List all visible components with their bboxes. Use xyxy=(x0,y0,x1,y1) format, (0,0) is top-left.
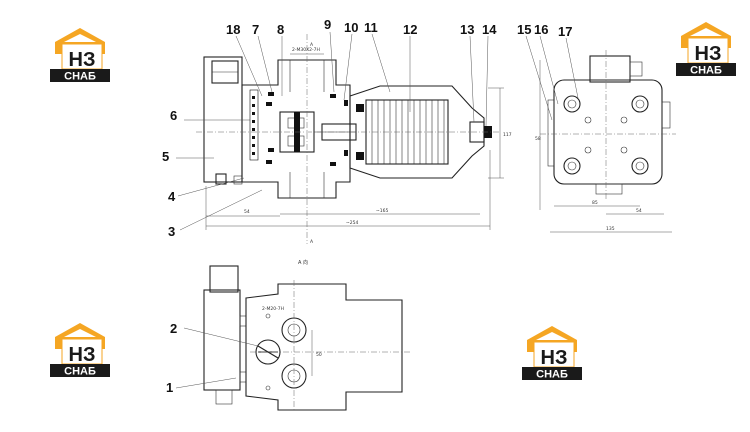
callout-4: 4 xyxy=(168,189,176,204)
side-view: 58 85 54 135 xyxy=(535,50,676,233)
callout-14: 14 xyxy=(482,22,497,37)
callout-11: 11 xyxy=(364,20,378,35)
callout-13: 13 xyxy=(460,22,474,37)
logo-top-left: НЗ СНАБ xyxy=(50,28,110,83)
view-label: A 向 xyxy=(298,259,308,266)
callout-2: 2 xyxy=(170,321,177,336)
callout-18: 18 xyxy=(226,22,240,37)
side-w2-label: 54 xyxy=(636,208,642,214)
thread-dim-label: 2-M30X2-7H xyxy=(292,47,320,53)
svg-text:СНАБ: СНАБ xyxy=(64,71,96,83)
callout-15: 15 xyxy=(517,22,531,37)
svg-text:НЗ: НЗ xyxy=(695,43,722,65)
leader-lines xyxy=(175,31,579,389)
svg-text:СНАБ: СНАБ xyxy=(64,366,96,378)
logo-bottom-right: НЗ СНАБ xyxy=(522,326,582,381)
logo-top-right: НЗ СНАБ xyxy=(676,22,736,77)
svg-text:НЗ: НЗ xyxy=(69,49,96,71)
dimension-lines xyxy=(205,53,504,230)
filter-housing xyxy=(349,85,485,179)
height-label: 117 xyxy=(503,132,512,138)
side-h-label: 58 xyxy=(535,136,541,142)
svg-text:НЗ: НЗ xyxy=(69,344,96,366)
side-w3-label: 135 xyxy=(606,226,615,232)
callout-5: 5 xyxy=(162,149,169,164)
side-solenoid xyxy=(589,55,631,83)
svg-text:НЗ: НЗ xyxy=(541,347,568,369)
callout-8: 8 xyxy=(277,22,284,37)
hatched-walls xyxy=(249,89,348,166)
callout-1: 1 xyxy=(166,380,173,395)
main-section-view: 2-M30X2-7H 54 ~165 ~254 117 A A A 向 xyxy=(196,34,512,266)
lower-body-center xyxy=(245,283,403,411)
len-mid-label: ~165 xyxy=(376,208,388,214)
valve-body-center xyxy=(241,59,351,199)
svg-text:СНАБ: СНАБ xyxy=(690,65,722,77)
side-body xyxy=(553,79,663,185)
callout-16: 16 xyxy=(534,22,548,37)
len-total-label: ~254 xyxy=(346,220,358,226)
callouts: 18 7 8 9 10 11 12 13 14 15 16 17 6 5 4 3… xyxy=(162,17,572,395)
lower-body-left xyxy=(203,289,241,391)
callout-12: 12 xyxy=(403,22,417,37)
logo-bottom-left: НЗ СНАБ xyxy=(50,323,110,378)
lower-thread-label: 2-M20-7H xyxy=(262,306,284,312)
callout-6: 6 xyxy=(170,108,177,123)
len-left-label: 54 xyxy=(244,209,250,215)
side-w1-label: 85 xyxy=(592,200,598,206)
svg-text:СНАБ: СНАБ xyxy=(536,369,568,381)
callout-9: 9 xyxy=(324,17,331,32)
section-marker-top: A xyxy=(310,42,314,48)
lower-dim-label: 50 xyxy=(316,352,322,358)
callout-10: 10 xyxy=(344,20,358,35)
callout-3: 3 xyxy=(168,224,175,239)
callout-7: 7 xyxy=(252,22,259,37)
section-marker-bottom: A xyxy=(310,239,314,245)
valve-body-left xyxy=(203,56,243,183)
lower-view: 2-M20-7H 50 xyxy=(203,265,410,412)
callout-17: 17 xyxy=(558,24,572,39)
